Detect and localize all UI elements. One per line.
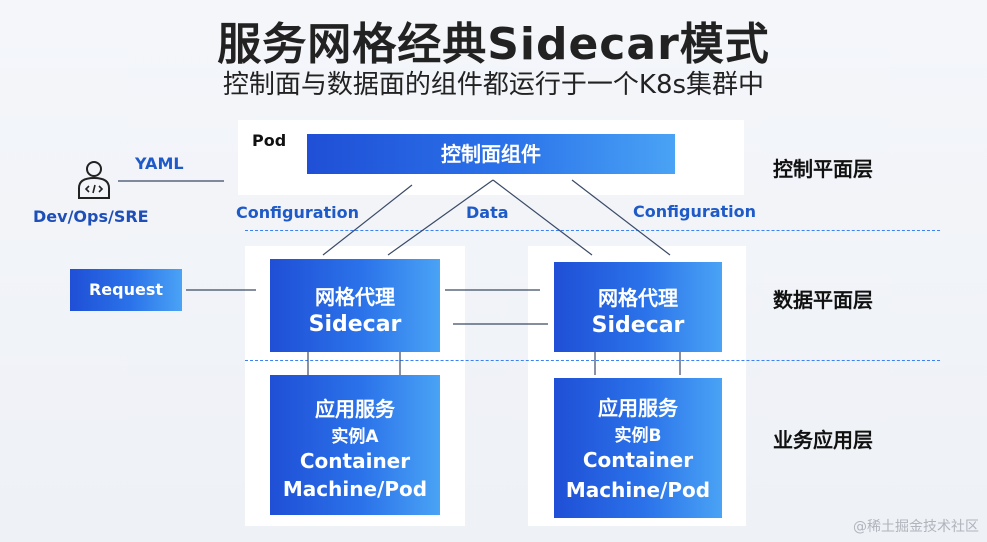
layer-label-control: 控制平面层 bbox=[773, 157, 873, 181]
config-line-left bbox=[322, 184, 413, 256]
data-line-left bbox=[387, 179, 494, 256]
configuration-label-right: Configuration bbox=[633, 202, 757, 221]
layer-label-business: 业务应用层 bbox=[773, 428, 873, 452]
app-left-line3: Container bbox=[299, 449, 411, 473]
pod-label: Pod bbox=[252, 131, 287, 150]
sidecar-right: 网格代理 Sidecar bbox=[554, 262, 722, 352]
layer-divider-top bbox=[245, 230, 940, 231]
app-left-line2: 实例A bbox=[331, 427, 379, 447]
sidecar-right-subtitle: Sidecar bbox=[591, 313, 685, 338]
layer-label-data: 数据平面层 bbox=[773, 288, 873, 312]
sidecar-left-subtitle: Sidecar bbox=[308, 312, 402, 337]
control-component-label: 控制面组件 bbox=[441, 142, 541, 166]
app-right-line4: Machine/Pod bbox=[565, 478, 711, 502]
app-right-line2: 实例B bbox=[614, 426, 662, 446]
app-left-line1: 应用服务 bbox=[315, 397, 395, 421]
data-line-right bbox=[492, 179, 593, 256]
control-plane-component: 控制面组件 bbox=[307, 134, 675, 174]
app-right-line1: 应用服务 bbox=[598, 396, 678, 420]
yaml-label: YAML bbox=[135, 154, 184, 173]
developer-icon bbox=[78, 161, 110, 199]
user-label: Dev/Ops/SRE bbox=[33, 207, 149, 226]
configuration-label-left: Configuration bbox=[236, 203, 360, 222]
diagram-title: 服务网格经典Sidecar模式 bbox=[217, 19, 770, 70]
watermark: @稀土掘金技术社区 bbox=[853, 519, 979, 535]
app-left-line4: Machine/Pod bbox=[282, 477, 428, 501]
config-line-right bbox=[571, 179, 671, 256]
app-instance-left: 应用服务 实例A Container Machine/Pod bbox=[270, 375, 440, 515]
layer-divider-bottom bbox=[245, 360, 940, 361]
diagram-subtitle: 控制面与数据面的组件都运行于一个K8s集群中 bbox=[222, 70, 765, 100]
request-box: Request bbox=[70, 269, 182, 311]
app-instance-right: 应用服务 实例B Container Machine/Pod bbox=[554, 378, 722, 518]
request-label: Request bbox=[88, 280, 164, 299]
app-right-line3: Container bbox=[582, 448, 694, 472]
sidecar-right-title: 网格代理 bbox=[598, 286, 678, 310]
sidecar-left-title: 网格代理 bbox=[315, 285, 395, 309]
data-label: Data bbox=[466, 203, 509, 222]
sidecar-left: 网格代理 Sidecar bbox=[270, 259, 440, 352]
